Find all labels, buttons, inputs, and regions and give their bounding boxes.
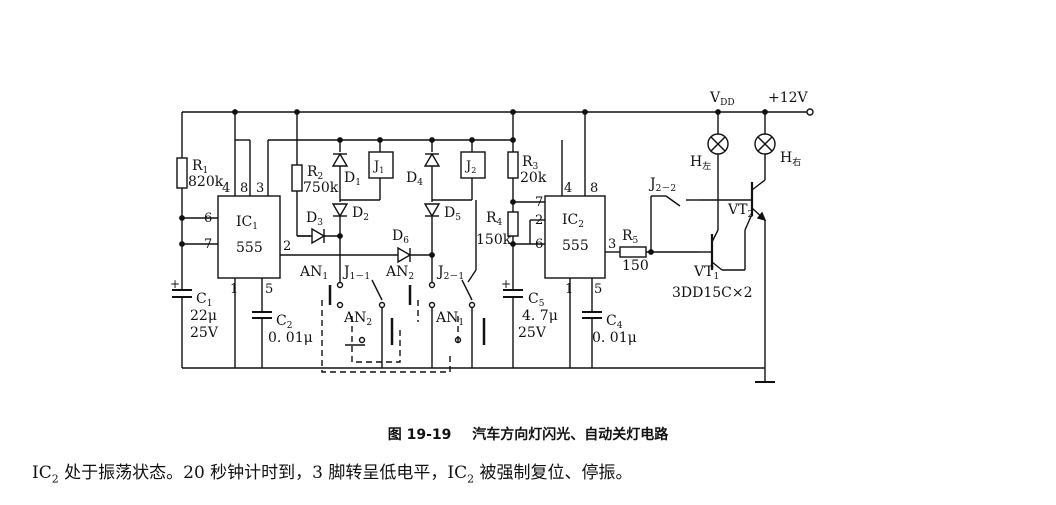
r2-label: R2 xyxy=(307,164,323,182)
r4-value: 150k xyxy=(476,232,512,248)
c5-label: C5 xyxy=(528,291,545,309)
c2-value: 0. 01μ xyxy=(268,330,313,346)
ic2-pin7: 7 xyxy=(535,195,543,210)
c1-label: C1 xyxy=(196,291,212,309)
c2-label: C2 xyxy=(276,313,292,331)
ic1-pin5: 5 xyxy=(265,282,273,297)
ic2-pin6: 6 xyxy=(535,237,543,252)
body-text-tail: 被强制复位、停振。 xyxy=(474,463,633,483)
vt2-label: VT2 xyxy=(727,202,753,220)
an1-label-bottom: AN1 xyxy=(435,310,464,328)
c5-value-capacitance: 4. 7μ xyxy=(522,308,558,324)
c4-value: 0. 01μ xyxy=(592,330,637,346)
supply-12v-label: +12V xyxy=(768,90,809,106)
body-text-main: 处于振荡状态。20 秒钟计时到，3 脚转呈低电平，IC xyxy=(58,463,468,483)
an2-label-bottom: AN2 xyxy=(343,310,372,328)
body-ic-prefix: IC xyxy=(32,463,52,483)
ic2-chip-type: 555 xyxy=(562,238,589,254)
ic1-pin6: 6 xyxy=(204,211,212,226)
transistor-part-number: 3DD15C×2 xyxy=(672,285,753,301)
j1-relay-coil xyxy=(340,137,394,201)
d2-label: D2 xyxy=(352,205,369,223)
j11-label: J1－1 xyxy=(342,264,370,282)
r3-label: R3 xyxy=(522,154,539,172)
c5-plus: + xyxy=(501,277,511,291)
body-paragraph: IC2 处于振荡状态。20 秒钟计时到，3 脚转呈低电平，IC2 被强制复位、停… xyxy=(32,458,633,485)
figure-number: 图 19-19 xyxy=(387,427,452,443)
d6-label: D6 xyxy=(392,228,409,246)
vt1-label: VT1 xyxy=(693,264,719,282)
ic2-pin1: 1 xyxy=(565,282,573,297)
d4-label: D4 xyxy=(406,170,423,188)
j22-contact xyxy=(650,195,700,252)
c1-plus: + xyxy=(170,277,180,291)
c1-value-capacitance: 22μ xyxy=(190,308,217,324)
ic1-pin3: 3 xyxy=(256,181,264,196)
supply-rail-top xyxy=(182,108,814,116)
c5-value-voltage: 25V xyxy=(518,325,547,341)
r4-resistor xyxy=(507,211,519,237)
ic1-pin8: 8 xyxy=(240,181,248,196)
j2-relay-coil xyxy=(432,137,486,201)
r3-resistor xyxy=(507,112,519,290)
j21-label: J2－1 xyxy=(436,264,464,282)
transistor-vt2 xyxy=(700,179,767,368)
r4-label: R4 xyxy=(486,210,503,228)
ic1-chip xyxy=(182,112,513,368)
d4-d5-network xyxy=(423,137,441,282)
body-ic-sub: 2 xyxy=(51,472,59,486)
r2-value: 750k xyxy=(303,180,339,196)
ic1-pin7: 7 xyxy=(204,237,212,252)
ic2-pin8: 8 xyxy=(590,181,598,196)
r5-label: R5 xyxy=(622,228,639,246)
ic2-chip xyxy=(513,112,620,368)
c1-value-voltage: 25V xyxy=(190,325,219,341)
r5-value: 150 xyxy=(622,258,649,274)
ic1-pin2: 2 xyxy=(283,239,291,254)
ic1-pin4: 4 xyxy=(222,181,230,196)
r1-value: 820k xyxy=(188,174,224,190)
r3-value: 20k xyxy=(520,170,547,186)
d6-diode xyxy=(397,246,412,264)
j1-label: J1 xyxy=(372,159,384,175)
ic1-chip-type: 555 xyxy=(236,240,263,256)
vdd-label: VDD xyxy=(709,90,735,108)
lamp-right xyxy=(754,112,776,180)
switch-contacts xyxy=(321,200,486,373)
ic2-pin2: 2 xyxy=(535,213,543,228)
lamp-left-label: H左 xyxy=(690,154,711,172)
c2-capacitor xyxy=(252,311,272,368)
d5-label: D5 xyxy=(444,205,461,223)
figure-caption: 图 19-19 汽车方向灯闪光、自动关灯电路 xyxy=(0,424,1056,444)
ic2-pin4: 4 xyxy=(564,181,572,196)
d1-d2-d3-network xyxy=(297,137,349,282)
lamp-left xyxy=(707,112,729,230)
transistor-vt1 xyxy=(700,213,753,271)
an1-label-top: AN1 xyxy=(299,264,328,282)
c4-capacitor xyxy=(582,311,602,368)
circuit-schematic: VDD +12V R1 820k + C1 22μ 25V IC xyxy=(170,90,814,383)
d3-label: D3 xyxy=(306,210,323,228)
c4-label: C4 xyxy=(606,313,623,331)
j22-label: J2－2 xyxy=(648,176,676,194)
ic2-label: IC2 xyxy=(562,212,584,230)
j2-label: J2 xyxy=(464,159,476,175)
body-ic-sub2: 2 xyxy=(467,472,475,486)
ic2-pin5: 5 xyxy=(594,282,602,297)
lamp-right-label: H右 xyxy=(780,150,801,168)
d1-label: D1 xyxy=(344,170,361,188)
ic2-pin3: 3 xyxy=(608,237,616,252)
ic1-pin1: 1 xyxy=(230,282,238,297)
an2-label-top: AN2 xyxy=(385,264,414,282)
c1-capacitor xyxy=(172,289,192,368)
ground-rail-bottom xyxy=(182,367,775,383)
r1-label: R1 xyxy=(192,158,208,176)
ic1-label: IC1 xyxy=(236,214,258,232)
r5-resistor xyxy=(619,246,700,258)
figure-title: 汽车方向灯闪光、自动关灯电路 xyxy=(472,427,669,443)
r1-resistor xyxy=(176,112,188,290)
c5-capacitor xyxy=(503,289,523,368)
